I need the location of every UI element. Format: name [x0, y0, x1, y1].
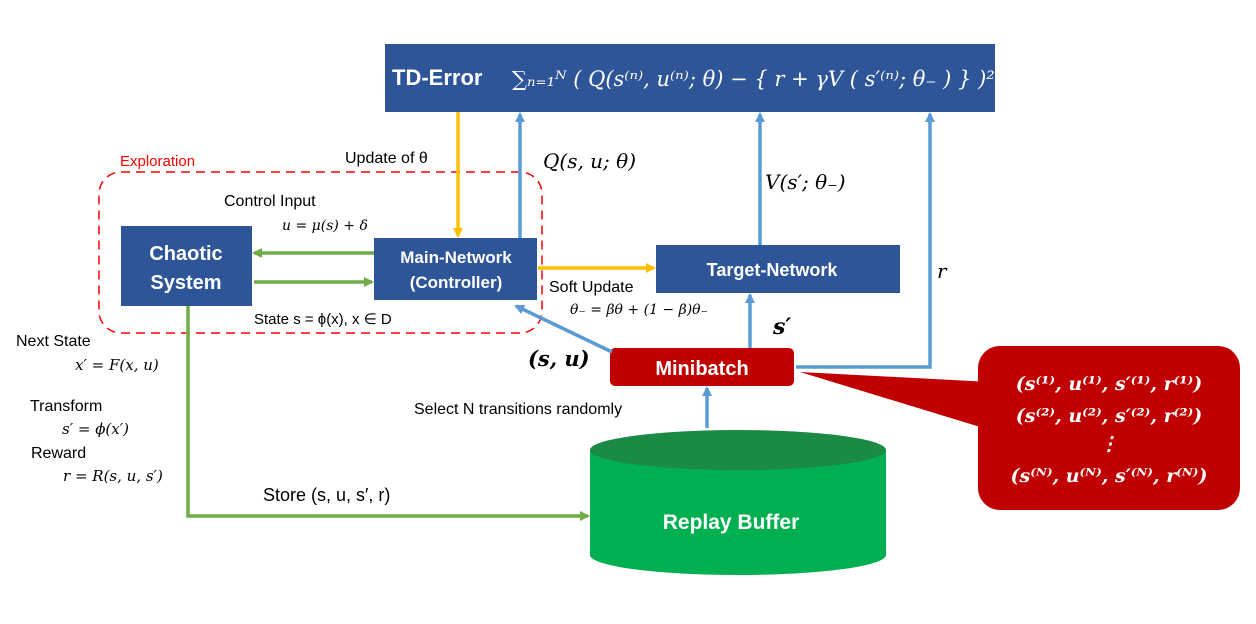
callout-row-dots: ⋮: [1100, 433, 1119, 455]
s-prime-label: s′: [772, 314, 791, 340]
callout-row-n: (s⁽ᴺ⁾, u⁽ᴺ⁾, s′⁽ᴺ⁾, r⁽ᴺ⁾): [1011, 465, 1208, 487]
soft-update-label: Soft Update: [549, 279, 634, 296]
callout-row-2: (s⁽²⁾, u⁽²⁾, s′⁽²⁾, r⁽²⁾): [1016, 405, 1202, 427]
callout-row-1: (s⁽¹⁾, u⁽¹⁾, s′⁽¹⁾, r⁽¹⁾): [1016, 373, 1202, 395]
exploration-region: [98, 171, 543, 334]
transform-label: Transform: [30, 398, 102, 415]
update-theta-label: Update of θ: [345, 150, 428, 167]
arrow-reward: [796, 112, 935, 369]
td-error-label: TD-Error: [392, 65, 483, 90]
replay-buffer-cylinder: [590, 430, 886, 575]
target-network-label: Target-Network: [707, 260, 839, 280]
main-network-line2: (Controller): [410, 273, 503, 292]
v-value-label: V(s′; θ₋): [765, 170, 846, 194]
q-value-label: Q(s, u; θ): [543, 149, 636, 173]
replay-buffer-label: Replay Buffer: [663, 511, 800, 534]
next-state-formula: x′ = F(x, u): [75, 356, 159, 374]
chaotic-system-line1: Chaotic: [149, 243, 222, 265]
select-label: Select N transitions randomly: [414, 401, 622, 418]
store-label: Store (s, u, s′, r): [263, 485, 390, 505]
reward-label: Reward: [31, 445, 86, 462]
callout-box: [978, 346, 1240, 510]
callout-pointer: [800, 372, 990, 430]
arrow-s-u: [514, 304, 613, 354]
main-network-box: [374, 238, 537, 300]
chaotic-system-box: [121, 226, 252, 306]
target-network-box: [656, 245, 900, 293]
control-input-label: Control Input: [224, 193, 316, 210]
control-formula: u = μ(s) + δ: [282, 218, 368, 234]
reward-formula: r = R(s, u, s′): [63, 467, 163, 485]
main-network-line1: Main-Network: [400, 248, 512, 267]
td-error-formula: ∑ₙ₌₁ᴺ ( Q(s⁽ⁿ⁾, u⁽ⁿ⁾; θ) − { r + γV ( s′…: [512, 67, 995, 91]
exploration-label: Exploration: [120, 153, 195, 170]
state-label: State s = ϕ(x), x ∈ D: [254, 311, 392, 328]
minibatch-label: Minibatch: [655, 358, 748, 380]
transform-formula: s′ = ϕ(x′): [62, 420, 129, 438]
td-error-box: [385, 44, 995, 112]
s-u-label: (s, u): [528, 346, 590, 371]
r-label: r: [937, 259, 948, 283]
chaotic-system-line2: System: [150, 272, 221, 294]
next-state-label: Next State: [16, 333, 91, 350]
soft-update-formula: θ₋ = βθ + (1 − β)θ₋: [570, 302, 708, 318]
arrow-store: [186, 306, 590, 521]
minibatch-box: [610, 348, 794, 386]
